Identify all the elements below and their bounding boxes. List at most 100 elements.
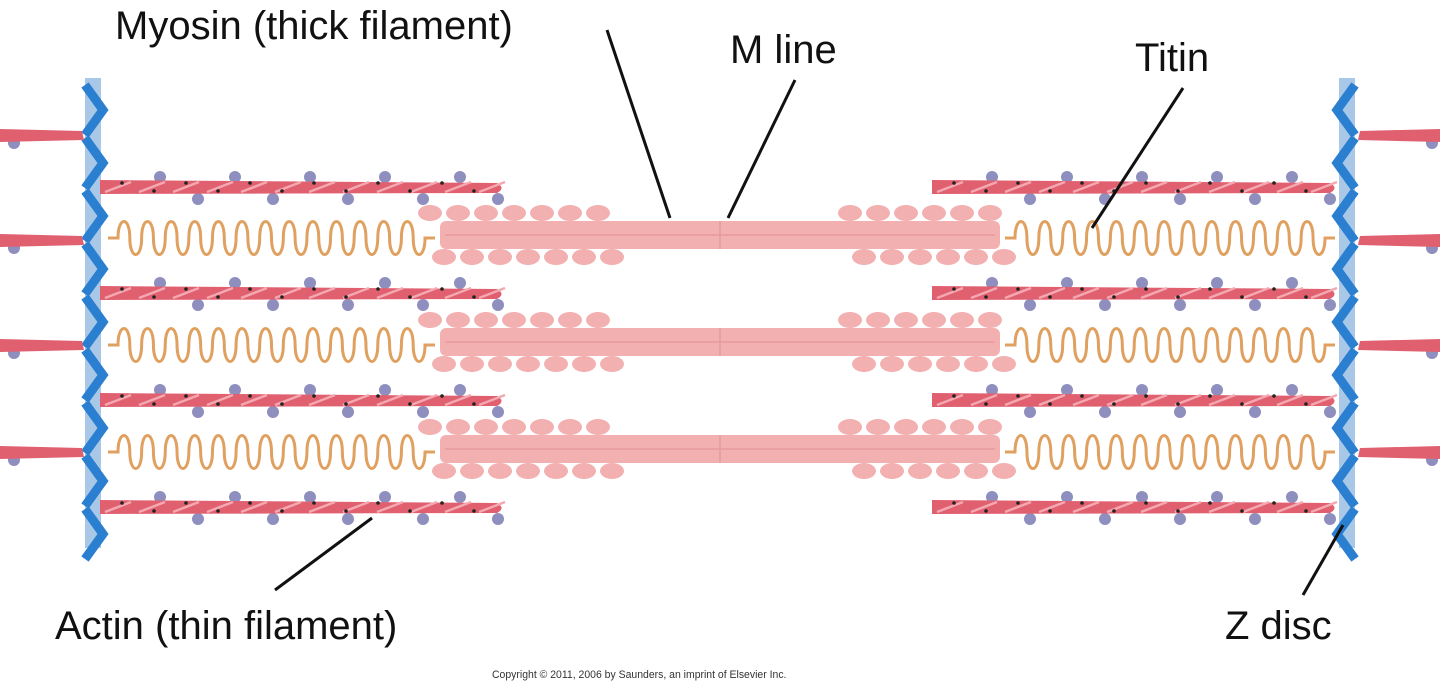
troponin-blob [379,171,391,183]
actin-helix [936,393,1338,407]
troponin-blob [342,406,354,418]
troponin-blob [229,491,241,503]
myosin-head [530,312,554,328]
troponin-blob [1174,513,1186,525]
actin-label: Actin (thin filament) [55,604,398,648]
m-line-leader-line [726,79,797,219]
actin-dot [376,181,380,185]
troponin-blob [379,277,391,289]
myosin-head [586,419,610,435]
actin-dot [1048,295,1052,299]
myosin-head [866,205,890,221]
myosin-head [880,249,904,265]
myosin-head [950,312,974,328]
myosin-head [488,356,512,372]
myosin-head [894,419,918,435]
copyright-notice: Copyright © 2011, 2006 by Saunders, an i… [492,669,787,681]
troponin-blob [417,299,429,311]
troponin-blob [1286,171,1298,183]
myosin-label: Myosin (thick filament) [115,4,513,48]
actin-dot [344,402,348,406]
troponin-blob [1249,193,1261,205]
actin-dot [152,295,156,299]
troponin-blob [342,299,354,311]
actin-dot [216,509,220,513]
myosin-head [432,463,456,479]
troponin-blob [1099,513,1111,525]
actin-dot [1048,189,1052,193]
actin-dot [120,287,124,291]
actin-dot [344,189,348,193]
myosin-head [446,312,470,328]
troponin-blob [1061,277,1073,289]
actin-dot [312,501,316,505]
actin-dot [248,501,252,505]
actin-dot [984,402,988,406]
actin-dot [1208,287,1212,291]
actin-dot [376,501,380,505]
troponin-blob [1324,193,1336,205]
troponin-blob [986,171,998,183]
troponin-blob [1099,406,1111,418]
actin-dot [1176,509,1180,513]
actin-filament [100,491,506,525]
actin-helix [936,500,1338,514]
myosin-head [852,249,876,265]
actin-dot [408,295,412,299]
actin-dot [376,394,380,398]
myosin-head [992,356,1016,372]
troponin-blob [1249,406,1261,418]
troponin-blob [1211,277,1223,289]
troponin-blob [454,171,466,183]
troponin-blob [492,299,504,311]
actin-stub [0,446,84,459]
troponin-blob [229,384,241,396]
troponin-blob [267,406,279,418]
actin-dot [984,295,988,299]
actin-filament [932,171,1338,205]
myosin-head [950,205,974,221]
actin-filament [100,384,506,418]
actin-dot [472,189,476,193]
myosin-head [474,205,498,221]
troponin-blob [1286,277,1298,289]
myosin-head [530,419,554,435]
myosin-head [516,249,540,265]
troponin-blob [267,513,279,525]
myosin-head [880,463,904,479]
troponin-blob [1061,491,1073,503]
myosin-head [866,419,890,435]
actin-dot [1208,181,1212,185]
myosin-head [922,205,946,221]
actin-stub [1358,129,1440,142]
actin-helix [104,286,506,300]
actin-dot [1016,287,1020,291]
troponin-blob [304,277,316,289]
myosin-head [460,249,484,265]
myosin-head [474,419,498,435]
troponin-blob [986,277,998,289]
actin-dot [280,509,284,513]
myosin-head [558,419,582,435]
myosin-head [558,205,582,221]
troponin-blob [154,277,166,289]
myosin-head [572,356,596,372]
actin-dot [1144,394,1148,398]
troponin-blob [492,193,504,205]
myosin-head [936,463,960,479]
troponin-blob [1136,277,1148,289]
troponin-blob [1249,513,1261,525]
troponin-blob [1286,384,1298,396]
troponin-blob [1249,299,1261,311]
myosin-head [488,463,512,479]
myosin-head [852,356,876,372]
troponin-blob [1174,299,1186,311]
myosin-head [908,356,932,372]
actin-stub [0,339,84,352]
troponin-blob [1211,491,1223,503]
myosin-head [488,249,512,265]
troponin-blob [417,406,429,418]
myosin-filament [418,312,1016,372]
myosin-head [852,463,876,479]
myosin-head [866,312,890,328]
